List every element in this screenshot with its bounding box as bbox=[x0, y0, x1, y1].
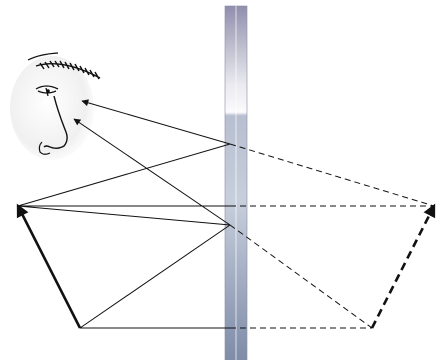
virtual-ray-lower bbox=[230, 225, 372, 328]
object-arrow bbox=[18, 206, 80, 328]
reflected-ray-upper bbox=[82, 101, 230, 144]
dashed-rays bbox=[230, 144, 434, 328]
reflected-ray-lower bbox=[74, 119, 230, 225]
face-shading bbox=[10, 56, 94, 160]
image-arrow-dashed bbox=[372, 206, 434, 328]
observer-face bbox=[10, 53, 100, 160]
ray-base-to-mirror bbox=[80, 225, 230, 328]
ray-tip-to-lower-mirror bbox=[18, 206, 230, 225]
virtual-ray-upper bbox=[230, 144, 434, 206]
